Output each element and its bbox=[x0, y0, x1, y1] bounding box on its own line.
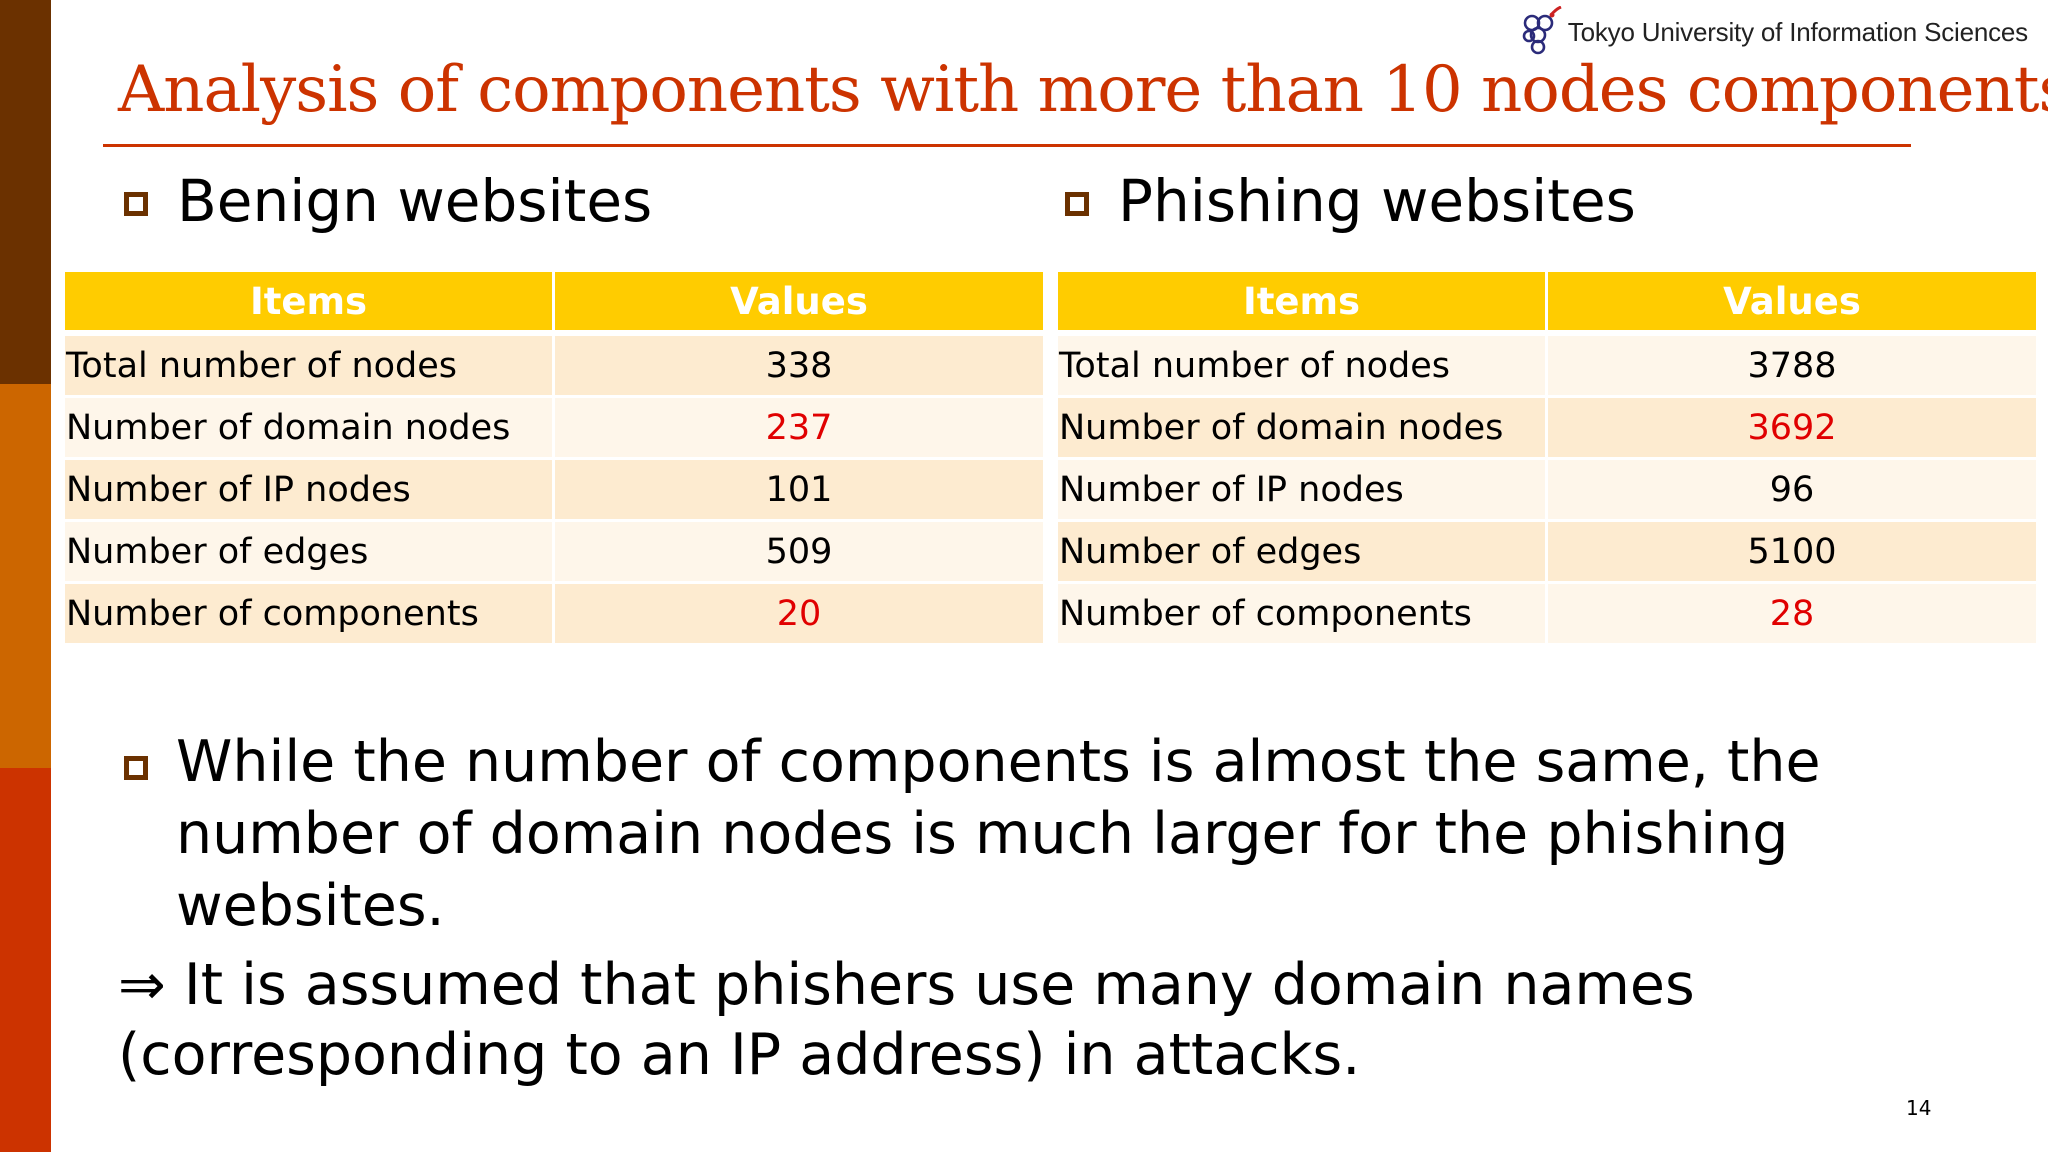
phishing-heading: Phishing websites bbox=[1118, 167, 1636, 235]
item-cell: Number of IP nodes bbox=[65, 460, 555, 522]
title-underline bbox=[103, 144, 1911, 147]
table-row: Number of domain nodes 237 bbox=[65, 398, 1043, 460]
benign-heading: Benign websites bbox=[177, 167, 653, 235]
sidebar-stripe-middle bbox=[0, 384, 51, 768]
item-cell: Total number of nodes bbox=[1058, 336, 1548, 398]
grape-logo-icon bbox=[1522, 6, 1562, 55]
table-row: Number of edges 509 bbox=[65, 522, 1043, 584]
value-cell: 338 bbox=[555, 336, 1043, 398]
value-cell: 237 bbox=[555, 398, 1043, 460]
university-logo: Tokyo University of Information Sciences bbox=[1518, 6, 2028, 58]
value-cell: 96 bbox=[1548, 460, 2036, 522]
page-number: 14 bbox=[1906, 1096, 1932, 1120]
value-cell: 5100 bbox=[1548, 522, 2036, 584]
value-cell: 20 bbox=[555, 584, 1043, 646]
value-cell: 28 bbox=[1548, 584, 2036, 646]
items-header: Items bbox=[1058, 272, 1548, 336]
items-header: Items bbox=[65, 272, 555, 336]
square-bullet-icon bbox=[124, 192, 148, 216]
table-row: Number of IP nodes 96 bbox=[1058, 460, 2036, 522]
item-cell: Number of IP nodes bbox=[1058, 460, 1548, 522]
square-bullet-icon bbox=[1065, 192, 1089, 216]
table-row: Number of components 28 bbox=[1058, 584, 2036, 646]
slide-title: Analysis of components with more than 10… bbox=[118, 53, 2048, 127]
finding-paragraph: While the number of components is almost… bbox=[176, 729, 1821, 939]
values-header: Values bbox=[555, 272, 1043, 336]
values-header: Values bbox=[1548, 272, 2036, 336]
table-row: Number of domain nodes 3692 bbox=[1058, 398, 2036, 460]
university-name: Tokyo University of Information Sciences bbox=[1567, 16, 2028, 47]
item-cell: Number of domain nodes bbox=[1058, 398, 1548, 460]
square-bullet-icon bbox=[124, 756, 148, 780]
table-row: Number of edges 5100 bbox=[1058, 522, 2036, 584]
phishing-table: Items Values Total number of nodes 3788 … bbox=[1058, 272, 2036, 646]
item-cell: Total number of nodes bbox=[65, 336, 555, 398]
value-cell: 509 bbox=[555, 522, 1043, 584]
item-cell: Number of edges bbox=[1058, 522, 1548, 584]
value-cell: 3692 bbox=[1548, 398, 2036, 460]
table-row: Number of components 20 bbox=[65, 584, 1043, 646]
sidebar-stripe bbox=[0, 0, 51, 1152]
table-row: Total number of nodes 338 bbox=[65, 336, 1043, 398]
table-header-row: Items Values bbox=[65, 272, 1043, 336]
value-cell: 3788 bbox=[1548, 336, 2036, 398]
item-cell: Number of edges bbox=[65, 522, 555, 584]
table-row: Number of IP nodes 101 bbox=[65, 460, 1043, 522]
item-cell: Number of components bbox=[65, 584, 555, 646]
sidebar-stripe-top bbox=[0, 0, 51, 384]
conclusion-text: ⇒ It is assumed that phishers use many d… bbox=[118, 952, 1695, 1088]
sidebar-stripe-bottom bbox=[0, 768, 51, 1152]
benign-table: Items Values Total number of nodes 338 N… bbox=[65, 272, 1043, 646]
item-cell: Number of domain nodes bbox=[65, 398, 555, 460]
table-header-row: Items Values bbox=[1058, 272, 2036, 336]
value-cell: 101 bbox=[555, 460, 1043, 522]
table-row: Total number of nodes 3788 bbox=[1058, 336, 2036, 398]
item-cell: Number of components bbox=[1058, 584, 1548, 646]
